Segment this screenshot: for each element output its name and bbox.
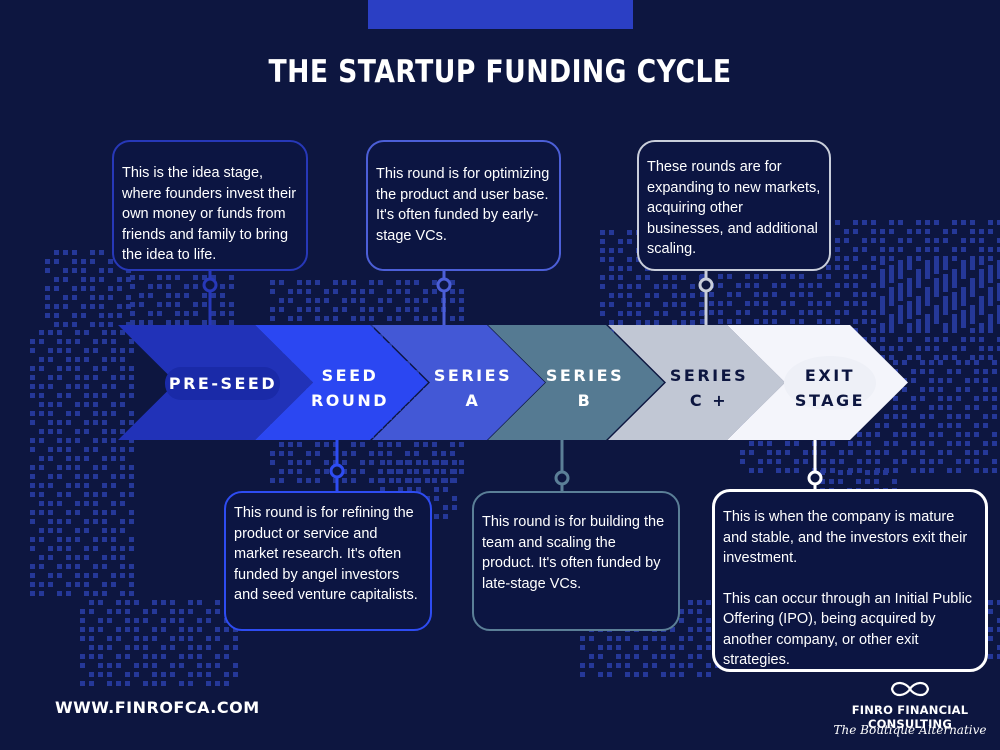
stage-label-line: C + xyxy=(689,391,729,410)
connector-pre-seed xyxy=(202,271,218,325)
stage-label-series-b: SERIES B xyxy=(535,363,635,413)
description-text: This round is for building the team and … xyxy=(482,514,665,592)
description-text: This is the idea stage, where founders i… xyxy=(122,165,297,263)
description-box-pre-seed: This is the idea stage, where founders i… xyxy=(112,140,308,271)
stage-label-series-c: SERIES C + xyxy=(659,363,759,413)
description-text: This round is for refining the product o… xyxy=(234,505,418,603)
stage-label-exit-stage: EXIT STAGE xyxy=(780,363,880,413)
website-url[interactable]: WWW.FINROFCA.COM xyxy=(55,698,260,717)
description-box-series-b: This round is for building the team and … xyxy=(472,491,680,631)
stage-arrow-series-b xyxy=(488,325,664,440)
stage-arrow-series-c xyxy=(608,325,785,440)
connector-series-a xyxy=(436,271,452,325)
description-box-seed-round: This round is for refining the product o… xyxy=(224,491,432,631)
stage-label-line: ROUND xyxy=(310,391,390,410)
stage-label-line: B xyxy=(577,391,593,410)
infinity-icon xyxy=(890,681,930,697)
top-accent-bar xyxy=(368,0,633,29)
stage-label-line: SEED xyxy=(321,366,379,385)
stage-label-line: EXIT xyxy=(804,366,856,385)
connector-series-c xyxy=(698,271,714,325)
stage-arrows xyxy=(118,325,908,440)
brand-name: FINRO FINANCIAL CONSULTING xyxy=(851,703,969,731)
connector-series-b xyxy=(554,440,570,491)
exit-stage-pill xyxy=(784,356,876,410)
stage-label-pre-seed: PRE-SEED xyxy=(163,371,283,396)
page-title: THE STARTUP FUNDING CYCLE xyxy=(268,54,732,90)
stage-label-line: PRE-SEED xyxy=(168,374,278,393)
pre-seed-pill xyxy=(165,367,280,400)
description-box-exit-stage: This is when the company is mature and s… xyxy=(712,489,988,672)
stage-label-line: A xyxy=(465,391,481,410)
connector-seed-round xyxy=(329,440,345,491)
stage-arrow-seed-round xyxy=(255,325,428,440)
description-text: These rounds are for expanding to new ma… xyxy=(647,159,821,257)
connector-exit-stage xyxy=(807,440,823,489)
stage-label-line: STAGE xyxy=(794,391,866,410)
connectors xyxy=(202,271,823,491)
stage-arrow-series-a xyxy=(372,325,545,440)
description-text: This is when the company is mature and s… xyxy=(723,509,968,566)
description-text: This can occur through an Initial Public… xyxy=(723,590,973,669)
brand-tagline: The Boutique Alternative xyxy=(833,723,987,737)
stage-label-line: SERIES xyxy=(545,366,625,385)
description-box-series-a: This round is for optimizing the product… xyxy=(366,140,561,271)
stage-label-seed-round: SEED ROUND xyxy=(300,363,400,413)
description-text: This round is for optimizing the product… xyxy=(376,166,550,244)
stage-label-series-a: SERIES A xyxy=(423,363,523,413)
description-box-series-c: These rounds are for expanding to new ma… xyxy=(637,140,831,271)
stage-label-line: SERIES xyxy=(433,366,513,385)
stage-label-line: SERIES xyxy=(669,366,749,385)
